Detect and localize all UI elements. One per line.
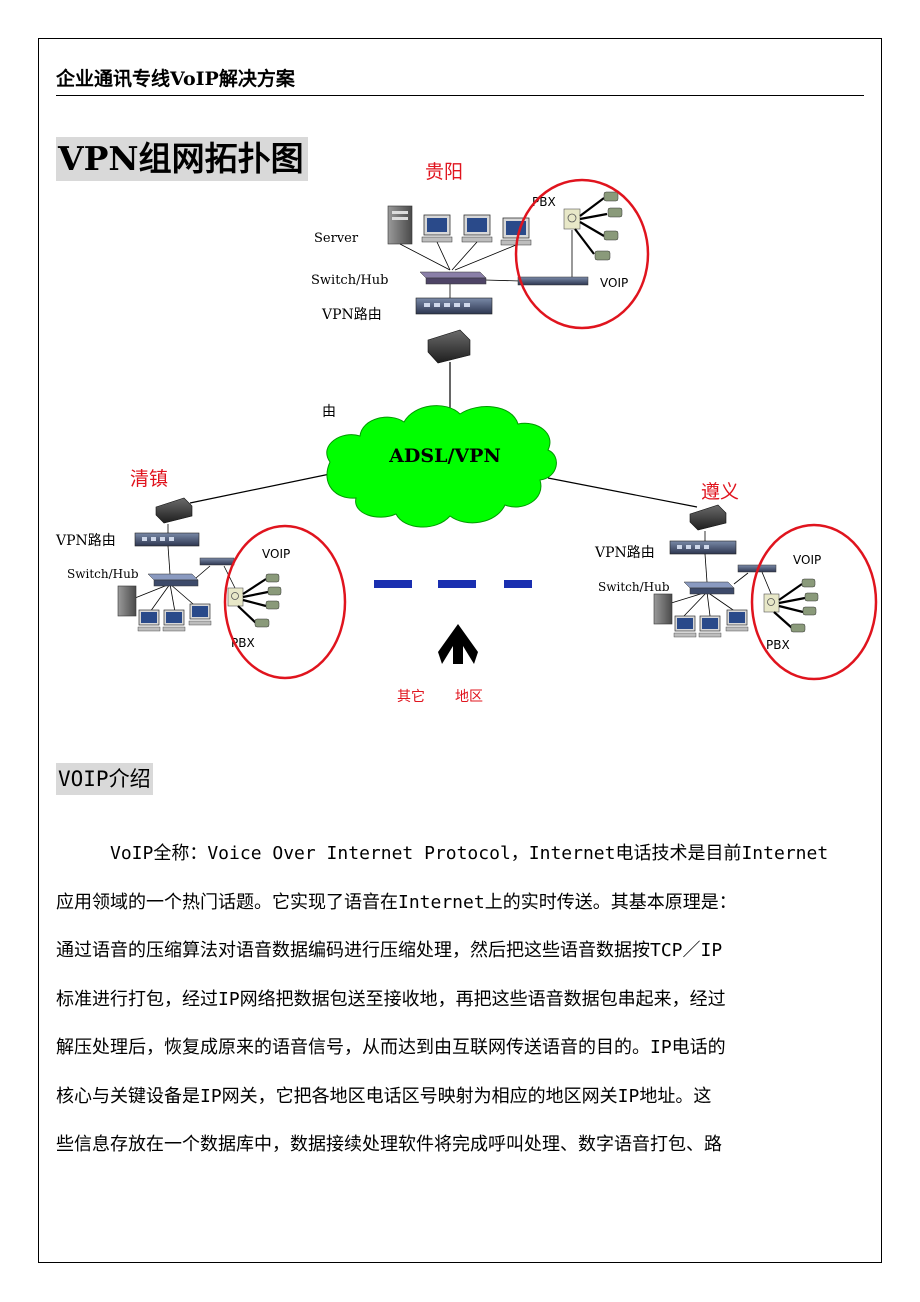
pbx-icon [563, 208, 581, 230]
adsl-modem-icon [155, 497, 193, 524]
voip-zone-ellipse [223, 524, 347, 680]
voip-switch-icon [199, 557, 235, 566]
other-label-b: 地区 [455, 689, 483, 705]
city-label-zunyi: 遵义 [701, 481, 739, 503]
pc-icon [137, 609, 161, 632]
other-regions: 其它 地区 [374, 580, 532, 705]
section-heading-voip: VOIP介绍 [56, 763, 153, 795]
dashed-connector [374, 580, 532, 588]
phone-icon [790, 578, 819, 633]
vpn-router-icon [134, 532, 200, 547]
city-label-qingzhen: 清镇 [130, 468, 168, 490]
phone-links [773, 583, 806, 629]
vpn-router-icon [415, 297, 493, 315]
vpn-topology-diagram: ADSL/VPN 贵阳 Server Switch/Hub VPN路由 由 [55, 161, 878, 705]
voip-label: VOIP [793, 553, 821, 567]
site-zunyi: 遵义 VPN路由 Switch/Hub [594, 481, 878, 681]
pc-icon [725, 609, 749, 632]
server-icon [387, 205, 413, 245]
switch-icon [419, 271, 487, 285]
vpn-router-icon [669, 540, 737, 555]
paragraph-line: 些信息存放在一个数据库中，数据接续处理软件将完成呼叫处理、数字语音打包、路 [56, 1134, 722, 1155]
pc-icon [461, 214, 493, 243]
site-qingzhen: 清镇 VPN路由 Switch/Hub [55, 468, 347, 680]
header-rule [56, 95, 864, 96]
cloud-label: ADSL/VPN [388, 445, 501, 467]
pc-icon [698, 615, 722, 638]
switch-label: Switch/Hub [598, 580, 670, 594]
wan-links [189, 362, 698, 508]
router-label: VPN路由 [55, 533, 116, 549]
paragraph-line: VoIP全称：Voice Over Internet Protocol，Inte… [110, 843, 829, 864]
voip-label: VOIP [262, 547, 290, 561]
paragraph-line: 核心与关键设备是IP网关，它把各地区电话区号映射为相应的地区网关IP地址。这 [56, 1085, 712, 1107]
paragraph-line: 解压处理后，恢复成原来的语音信号，从而达到由互联网传送语音的目的。IP电话的 [56, 1037, 726, 1058]
pbx-label: PBX [766, 638, 790, 652]
paragraph-line: 标准进行打包，经过IP网络把数据包送至接收地，再把这些语音数据包串起来，经过 [56, 988, 726, 1010]
pc-icon [188, 603, 212, 626]
switch-icon [683, 581, 735, 595]
pc-icon [162, 609, 186, 632]
pc-icon [421, 214, 453, 243]
voip-zone-ellipse [514, 178, 650, 330]
up-arrow-icon [438, 624, 478, 664]
page-border [38, 38, 882, 1263]
pc-icon [673, 615, 697, 638]
other-label-a: 其它 [397, 688, 425, 705]
section-heading-topology: VPN组网拓扑图 [56, 137, 308, 181]
document-header: 企业通讯专线VoIP解决方案 [56, 68, 295, 90]
paragraph-line: 通过语音的压缩算法对语音数据编码进行压缩处理，然后把这些语音数据按TCP／IP [56, 940, 723, 961]
pbx-icon [763, 593, 780, 613]
server-icon [653, 593, 673, 625]
switch-label: Switch/Hub [311, 273, 388, 288]
site-guiyang: 贵阳 Server Switch/Hub VPN路由 由 [311, 161, 650, 420]
phone-icon [254, 573, 282, 628]
pbx-icon [227, 587, 244, 607]
stray-text: 由 [322, 404, 336, 420]
phone-icon [594, 191, 623, 261]
voip-switch-icon [517, 276, 589, 286]
router-label: VPN路由 [594, 545, 655, 561]
city-label-guiyang: 贵阳 [425, 161, 463, 183]
router-label: VPN路由 [321, 307, 382, 323]
voip-intro-paragraph: VoIP全称：Voice Over Internet Protocol，Inte… [56, 830, 886, 1170]
voip-label: VOIP [600, 276, 628, 290]
server-icon [117, 585, 137, 617]
lan-links [399, 230, 573, 298]
adsl-vpn-cloud: ADSL/VPN [326, 405, 557, 528]
adsl-modem-icon [427, 329, 471, 364]
voip-zone-ellipse [750, 523, 878, 681]
lan-links [129, 524, 237, 613]
paragraph-line: 应用领域的一个热门话题。它实现了语音在Internet上的实时传送。其基本原理是… [56, 891, 737, 913]
server-label: Server [314, 231, 359, 246]
switch-label: Switch/Hub [67, 567, 139, 581]
adsl-modem-icon [689, 504, 727, 531]
switch-icon [147, 573, 199, 587]
phone-links [237, 578, 269, 624]
phone-links [574, 197, 608, 255]
